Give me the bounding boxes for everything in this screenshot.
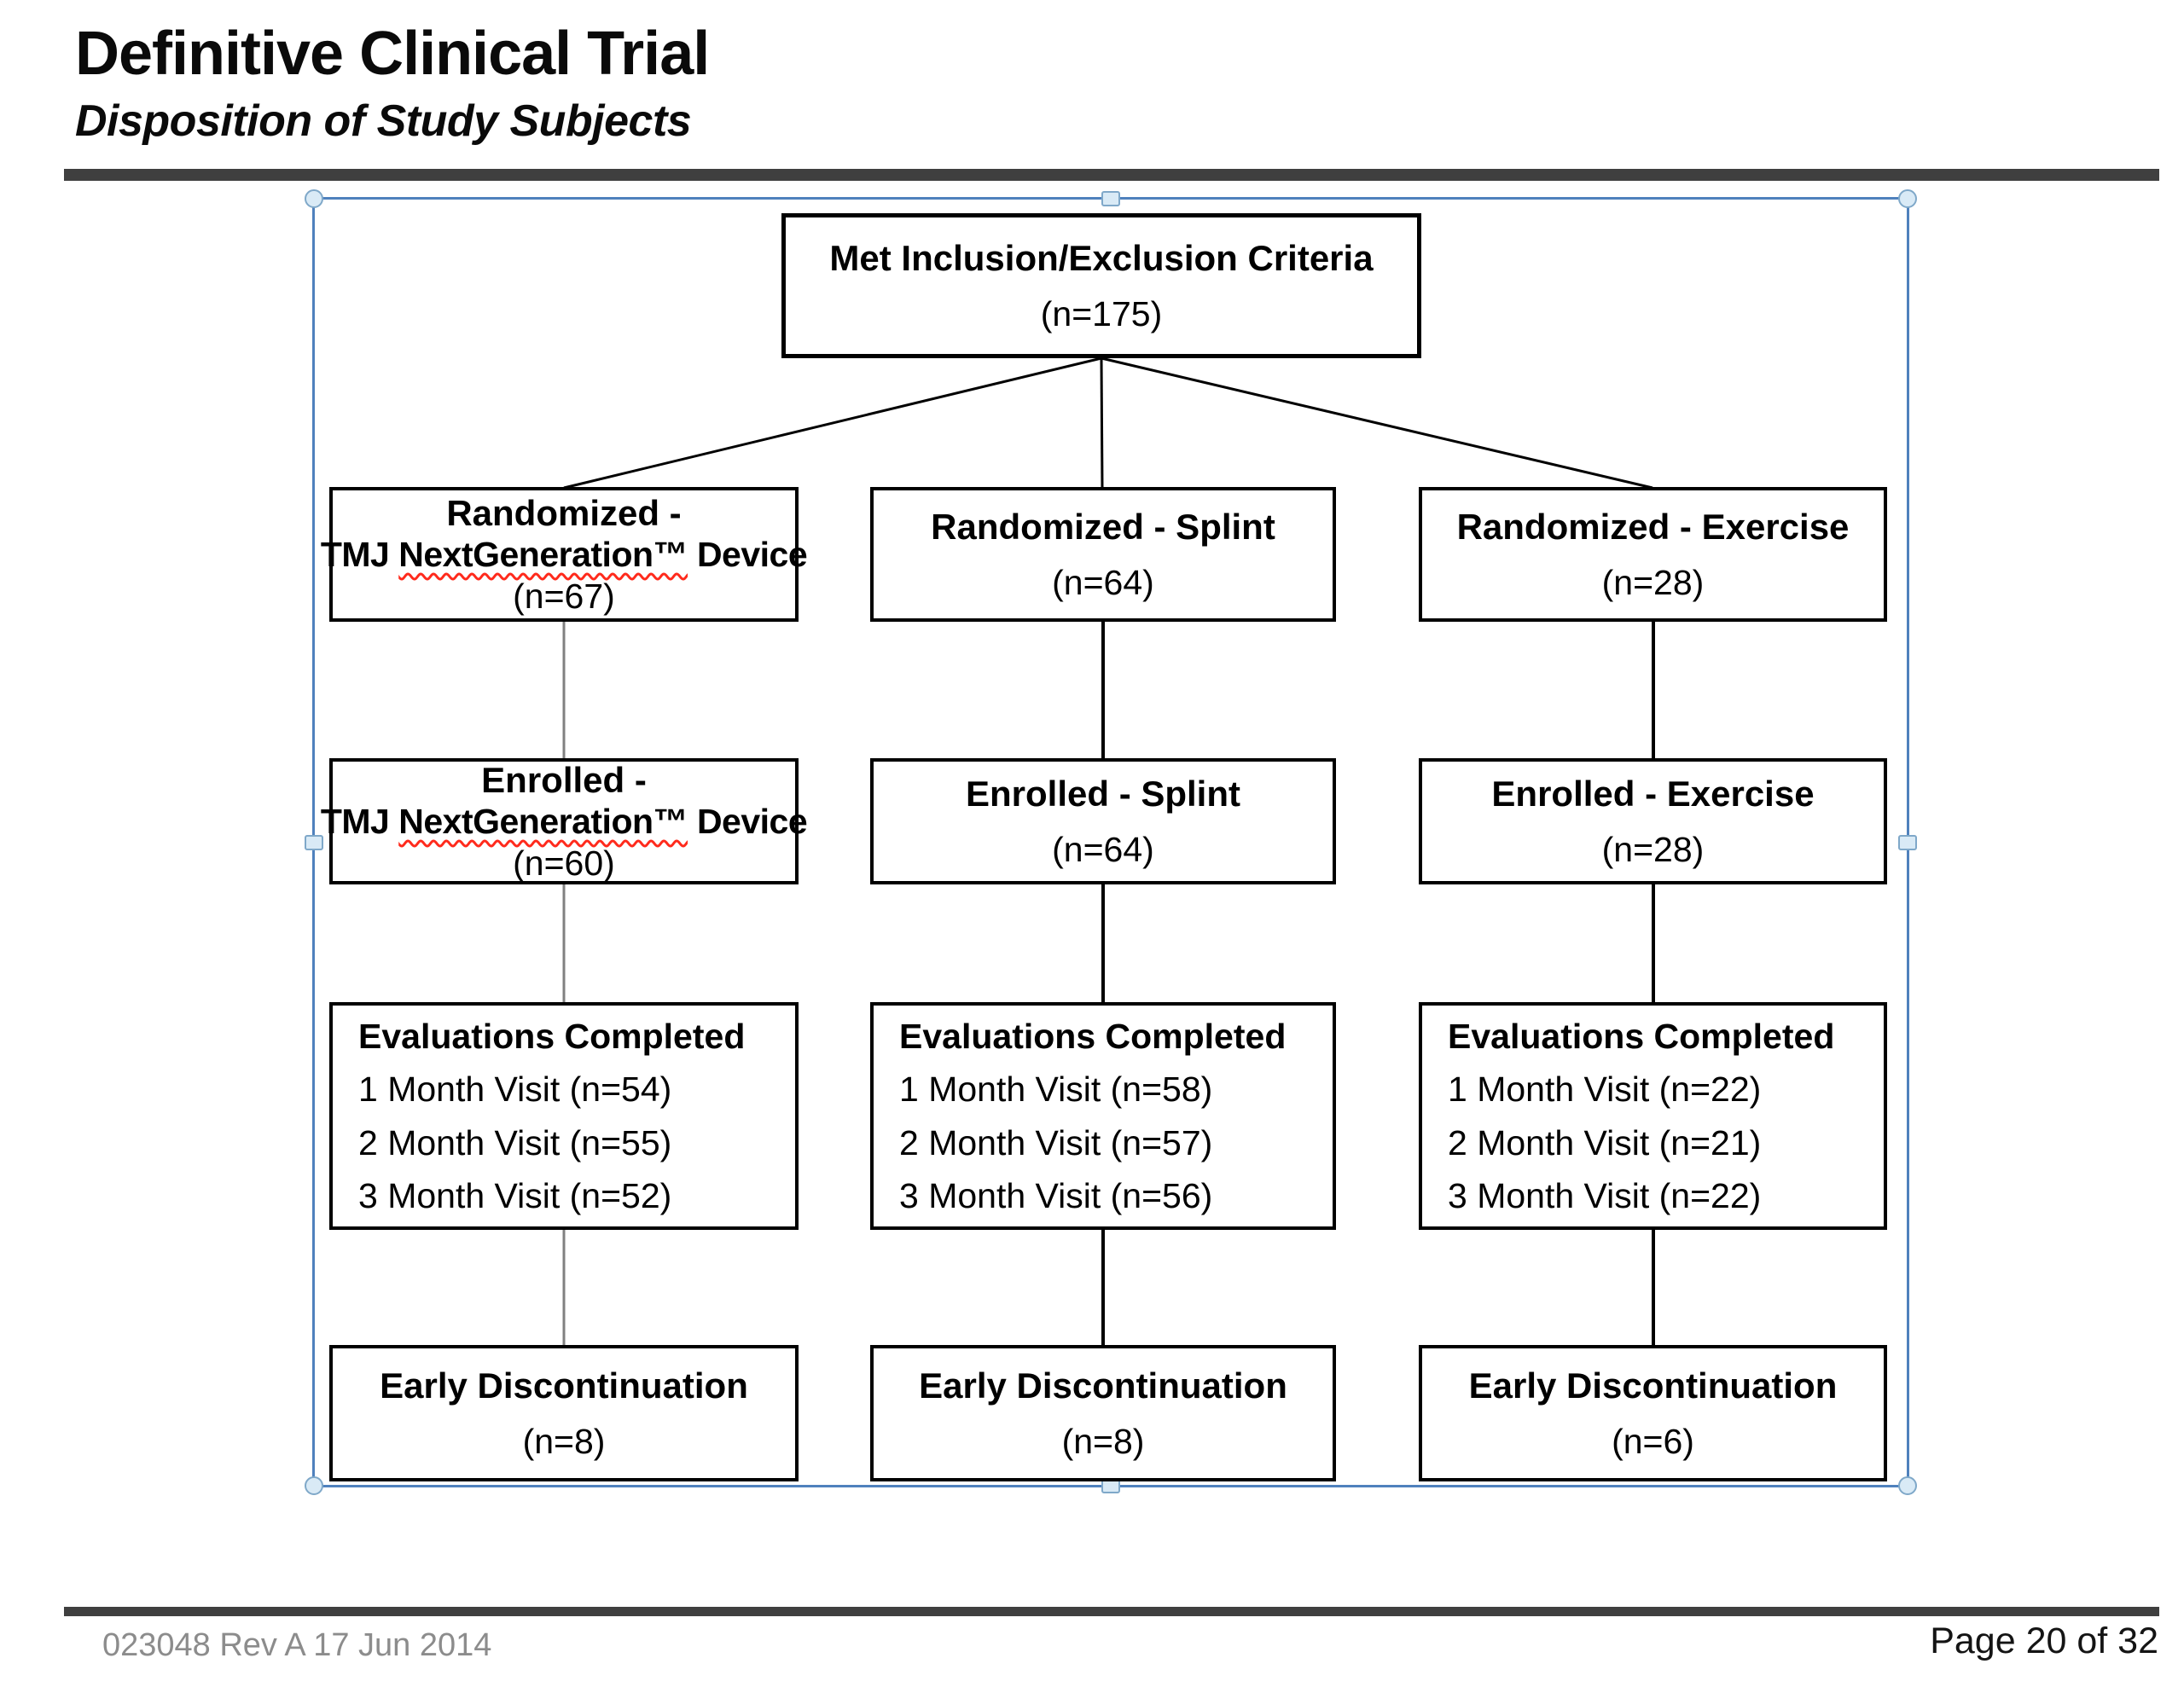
box-randomized-splint-label: Randomized - Splint	[931, 507, 1275, 548]
footer-divider	[64, 1607, 2159, 1616]
page-title: Definitive Clinical Trial	[75, 20, 710, 88]
box-evaluations-splint[interactable]: Evaluations Completed 1 Month Visit (n=5…	[870, 1002, 1336, 1230]
visit-line: 2 Month Visit (n=57)	[899, 1122, 1213, 1162]
box-enrolled-exercise-label: Enrolled - Exercise	[1491, 774, 1815, 815]
visit-line: 3 Month Visit (n=56)	[899, 1175, 1213, 1215]
box-randomized-device-label: Randomized -	[446, 492, 682, 533]
box-discontinuation-device[interactable]: Early Discontinuation (n=8)	[329, 1345, 799, 1481]
box-evaluations-device-label: Evaluations Completed	[358, 1016, 746, 1056]
visit-line: 3 Month Visit (n=52)	[358, 1175, 672, 1215]
box-met-criteria-label: Met Inclusion/Exclusion Criteria	[829, 238, 1374, 279]
box-randomized-exercise-n: (n=28)	[1601, 562, 1705, 602]
box-discontinuation-exercise[interactable]: Early Discontinuation (n=6)	[1419, 1345, 1887, 1481]
device-prefix: TMJ	[320, 802, 390, 842]
box-enrolled-device-n: (n=60)	[513, 843, 615, 883]
box-randomized-splint-n: (n=64)	[1052, 562, 1154, 602]
device-suffix: Device	[696, 802, 808, 842]
box-discontinuation-device-n: (n=8)	[522, 1421, 606, 1461]
box-evaluations-device[interactable]: Evaluations Completed 1 Month Visit (n=5…	[329, 1002, 799, 1230]
device-suffix: Device	[696, 535, 808, 575]
box-evaluations-exercise-label: Evaluations Completed	[1448, 1016, 1835, 1056]
selection-handle-middle-right[interactable]	[1898, 834, 1917, 850]
device-prefix: TMJ	[320, 535, 390, 575]
box-discontinuation-splint-n: (n=8)	[1061, 1421, 1145, 1461]
box-discontinuation-exercise-n: (n=6)	[1612, 1421, 1694, 1461]
box-enrolled-splint[interactable]: Enrolled - Splint (n=64)	[870, 758, 1336, 884]
page-subtitle: Disposition of Study Subjects	[75, 96, 692, 146]
visit-line: 3 Month Visit (n=22)	[1448, 1175, 1762, 1215]
box-discontinuation-exercise-label: Early Discontinuation	[1468, 1365, 1838, 1406]
box-randomized-splint[interactable]: Randomized - Splint (n=64)	[870, 487, 1336, 622]
box-randomized-device-n: (n=67)	[513, 576, 615, 616]
box-randomized-exercise-label: Randomized - Exercise	[1456, 507, 1850, 548]
selection-handle-bottom-right[interactable]	[1898, 1476, 1917, 1495]
selection-handle-top-middle[interactable]	[1101, 191, 1120, 206]
selection-rectangle[interactable]	[305, 189, 1917, 1495]
box-enrolled-splint-n: (n=64)	[1052, 829, 1154, 869]
box-randomized-exercise[interactable]: Randomized - Exercise (n=28)	[1419, 487, 1887, 622]
box-discontinuation-device-label: Early Discontinuation	[380, 1365, 748, 1406]
visit-line: 1 Month Visit (n=22)	[1448, 1070, 1762, 1110]
box-enrolled-exercise-n: (n=28)	[1601, 829, 1705, 869]
box-met-criteria-n: (n=175)	[1040, 293, 1163, 333]
box-discontinuation-splint-label: Early Discontinuation	[919, 1365, 1287, 1406]
selection-handle-middle-left[interactable]	[305, 834, 323, 850]
box-enrolled-device[interactable]: Enrolled - TMJ NextGeneration™ Device (n…	[321, 758, 808, 884]
page-number: Page 20 of 32	[1930, 1620, 2158, 1661]
box-evaluations-exercise[interactable]: Evaluations Completed 1 Month Visit (n=2…	[1419, 1002, 1887, 1230]
visit-line: 1 Month Visit (n=54)	[358, 1070, 672, 1110]
box-evaluations-splint-label: Evaluations Completed	[899, 1016, 1287, 1056]
visit-line: 2 Month Visit (n=55)	[358, 1122, 672, 1162]
document-reference: 023048 Rev A 17 Jun 2014	[102, 1627, 492, 1663]
box-enrolled-device-name: TMJ NextGeneration™ Device	[320, 801, 808, 842]
box-enrolled-exercise[interactable]: Enrolled - Exercise (n=28)	[1419, 758, 1887, 884]
selection-handle-top-left[interactable]	[305, 189, 323, 208]
selection-handle-top-right[interactable]	[1898, 189, 1917, 208]
box-randomized-device[interactable]: Randomized - TMJ NextGeneration™ Device …	[321, 487, 808, 622]
box-enrolled-device-label: Enrolled -	[481, 759, 647, 800]
box-discontinuation-splint[interactable]: Early Discontinuation (n=8)	[870, 1345, 1336, 1481]
header-divider	[64, 169, 2159, 181]
box-enrolled-splint-label: Enrolled - Splint	[966, 774, 1240, 815]
device-trademark-misspelling: NextGeneration™	[398, 535, 688, 575]
device-trademark-misspelling: NextGeneration™	[398, 802, 688, 842]
visit-line: 2 Month Visit (n=21)	[1448, 1122, 1762, 1162]
selection-handle-bottom-left[interactable]	[305, 1476, 323, 1495]
box-met-criteria[interactable]: Met Inclusion/Exclusion Criteria (n=175)	[781, 213, 1421, 358]
box-randomized-device-name: TMJ NextGeneration™ Device	[320, 534, 808, 575]
visit-line: 1 Month Visit (n=58)	[899, 1070, 1213, 1110]
